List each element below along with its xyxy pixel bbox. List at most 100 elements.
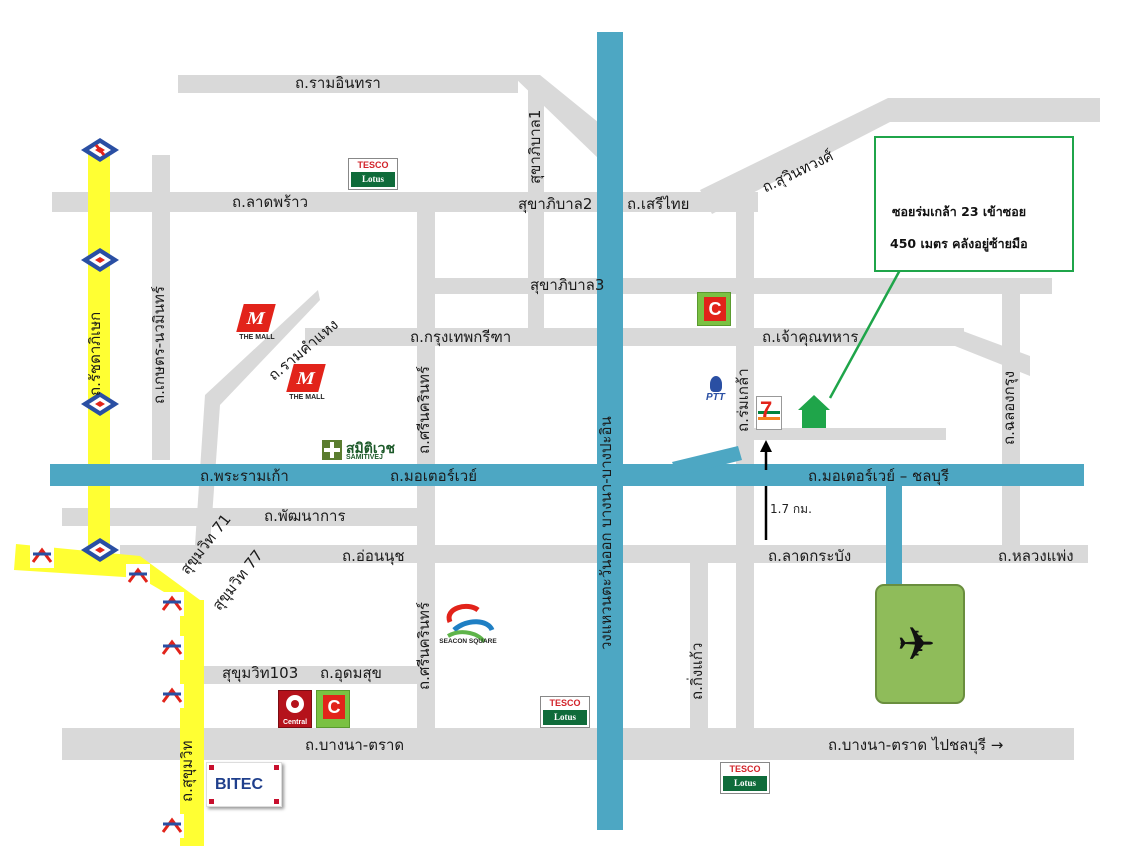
- bts-stations: [30, 544, 184, 838]
- road-chalong-krung: [1002, 290, 1020, 560]
- label-sukhumvit103: สุขุมวิท103: [222, 664, 299, 682]
- road-udom-suk: [200, 666, 420, 684]
- label-srinakarin-upper: ถ.ศรีนครินทร์: [415, 366, 433, 454]
- bitec-dot-icon: [209, 799, 214, 804]
- the-mall-logo-ramkhamhaeng: M THE MALL: [282, 364, 332, 404]
- bitec-dot-icon: [274, 799, 279, 804]
- ptt-logo: PTT: [704, 376, 728, 406]
- the-mall-icon: M: [236, 304, 276, 332]
- label-lat-phrao: ถ.ลาดพร้าว: [232, 193, 308, 211]
- road-krungthep-kritha: [305, 328, 745, 346]
- label-sukhaphiban3: สุขาภิบาล3: [530, 276, 605, 294]
- mrt-station-icon: [81, 538, 119, 562]
- distance-label: 1.7 กม.: [770, 502, 812, 516]
- samitivej-en-text: SAMITIVEJ: [346, 454, 383, 461]
- airport-marker: ✈: [875, 584, 965, 704]
- label-motorway: ถ.มอเตอร์เวย์: [390, 467, 478, 485]
- label-luang-phaeng: ถ.หลวงแพ่ง: [998, 547, 1074, 565]
- big-c-logo-rom-klao: C: [697, 292, 731, 326]
- label-serithai: ถ.เสรีไทย: [627, 195, 690, 213]
- tesco-text: TESCO: [549, 698, 581, 708]
- mrt-station-icon: [81, 392, 119, 416]
- label-udom-suk: ถ.อุดมสุข: [320, 664, 382, 682]
- big-c-text: C: [323, 695, 345, 719]
- bts-station-icon: [160, 814, 184, 838]
- lotus-text: Lotus: [543, 710, 587, 725]
- label-on-nut: ถ.อ่อนนุช: [342, 547, 405, 565]
- seacon-text: SEACON SQUARE: [439, 638, 497, 645]
- road-rom-klao-soi23: [750, 428, 946, 440]
- minor-roads: [52, 75, 1100, 760]
- lotus-text: Lotus: [351, 172, 395, 187]
- callout-line-2: 450 เมตร คลังอยู่ซ้ายมือ: [890, 236, 1028, 251]
- label-sukhaphiban2: สุขาภิบาล2: [518, 195, 593, 213]
- label-ratchadaphisek: ถ.รัชดาภิเษก: [86, 311, 104, 396]
- road-chao-khun-thahan: [738, 328, 964, 346]
- seven-stripe-orange: [758, 417, 780, 420]
- samitivej-logo: สมิติเวช SAMITIVEJ: [322, 438, 408, 464]
- arrow-up-icon: [760, 440, 772, 452]
- label-bangna-trat: ถ.บางนา-ตราด: [305, 736, 405, 754]
- seven-text: 7: [760, 397, 773, 422]
- tesco-text: TESCO: [729, 764, 761, 774]
- big-c-logo-udom-suk: C: [316, 690, 350, 728]
- road-ring-road: [597, 32, 623, 830]
- label-rama9: ถ.พระรามเก้า: [200, 467, 289, 485]
- house-icon: [798, 395, 830, 428]
- road-kaset-nawamin: [152, 155, 170, 460]
- bts-station-icon: [30, 544, 54, 568]
- label-lat-krabang: ถ.ลาดกระบัง: [768, 547, 852, 565]
- callout-pointer: [828, 269, 902, 399]
- central-flower-icon: [286, 695, 304, 713]
- road-king-kaeo: [690, 560, 708, 738]
- tesco-lotus-logo-bangna: TESCO Lotus: [540, 696, 590, 728]
- ptt-text: PTT: [706, 392, 725, 403]
- airplane-icon: ✈: [897, 617, 936, 671]
- label-krungthep-kritha: ถ.กรุงเทพกรีฑา: [410, 328, 512, 346]
- road-phatthanakan: [62, 508, 426, 526]
- mrt-station-icon: [81, 138, 119, 162]
- tesco-lotus-logo-north: TESCO Lotus: [348, 158, 398, 190]
- the-mall-text: THE MALL: [239, 334, 275, 341]
- bts-station-icon: [160, 636, 184, 660]
- bitec-logo: BITEC: [206, 762, 282, 807]
- bitec-dot-icon: [209, 765, 214, 770]
- bitec-dot-icon: [274, 765, 279, 770]
- lotus-text: Lotus: [723, 776, 767, 791]
- label-king-kaeo: ถ.กิ่งแก้ว: [688, 642, 706, 700]
- road-motorway-link: [672, 446, 742, 476]
- the-mall-text: THE MALL: [289, 394, 325, 401]
- seven-stripe-green: [758, 411, 780, 414]
- road-motorway: [50, 464, 1084, 486]
- samitivej-thai-text: สมิติเวช: [346, 441, 396, 457]
- bts-station-icon: [160, 684, 184, 708]
- central-text: Central: [282, 719, 308, 726]
- seacon-square-logo: SEACON SQUARE: [436, 602, 500, 654]
- seacon-square-icon: [446, 604, 495, 644]
- label-motorway-chonburi: ถ.มอเตอร์เวย์ – ชลบุรี: [808, 467, 950, 485]
- bitec-text: BITEC: [215, 776, 263, 793]
- label-kaset-nawamin: ถ.เกษตร-นวมินทร์: [150, 286, 168, 404]
- road-suwinthawong: [700, 98, 1100, 214]
- label-bangna-trat-chonburi: ถ.บางนา-ตราด ไปชลบุรี →: [828, 736, 1004, 754]
- big-c-text: C: [704, 297, 726, 321]
- central-logo: Central: [278, 690, 312, 728]
- label-srinakarin-lower: ถ.ศรีนครินทร์: [415, 602, 433, 690]
- bts-station-icon: [160, 592, 184, 616]
- ptt-flame-icon: [710, 376, 722, 392]
- label-sukhumvit: ถ.สุขุมวิท: [178, 740, 196, 802]
- mrt-stations: [81, 138, 119, 562]
- road-lat-phrao: [52, 192, 758, 212]
- seven-eleven-logo: 7: [756, 396, 782, 430]
- label-phatthanakan: ถ.พัฒนาการ: [264, 507, 346, 525]
- label-chalong-krung: ถ.ฉลองกรุง: [1000, 370, 1018, 445]
- label-ring-road: วงแหวนตะวันออก บางนา-บางปะอิน: [597, 416, 615, 650]
- road-bangna-trat: [62, 728, 1074, 760]
- road-airport-link: [886, 484, 902, 588]
- bts-line-sukhumvit-west: [14, 544, 200, 613]
- callout-line-1: ซอยร่มเกล้า 23 เข้าซอย: [892, 204, 1027, 219]
- label-chao-khun-thahan: ถ.เจ้าคุณทหาร: [762, 328, 859, 346]
- road-ramintra: [178, 75, 518, 93]
- major-roads: [50, 32, 1084, 830]
- tesco-lotus-logo-south: TESCO Lotus: [720, 762, 770, 794]
